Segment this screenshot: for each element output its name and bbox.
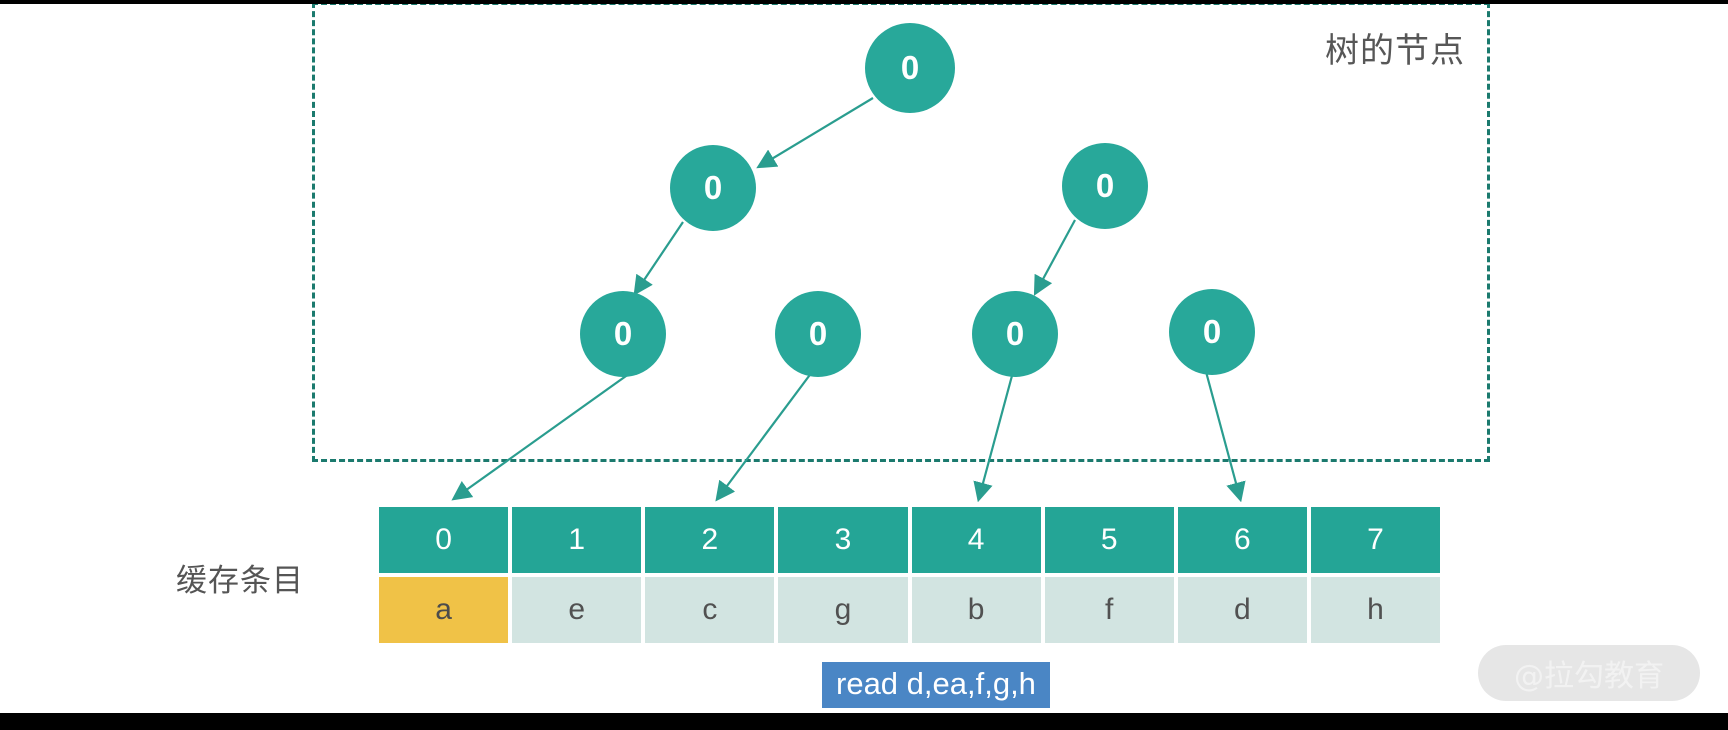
cache-value-cell-4: b (911, 577, 1041, 643)
cache-index-cell-5: 5 (1044, 507, 1174, 573)
cache-value-cell-7: h (1310, 577, 1440, 643)
tree-node-l2-d: 0 (1169, 289, 1255, 375)
tree-node-root: 0 (865, 23, 955, 113)
cache-index-cell-3: 3 (778, 507, 908, 573)
letterbox-bottom (0, 713, 1728, 730)
tree-region-label: 树的节点 (1325, 31, 1465, 71)
watermark-badge: @拉勾教育 (1478, 645, 1700, 701)
cache-entries-label: 缓存条目 (176, 563, 304, 599)
cache-value-cell-1: e (512, 577, 642, 643)
tree-node-l1-a: 0 (670, 145, 756, 231)
cache-value-cell-6: d (1177, 577, 1307, 643)
cache-index-cell-2: 2 (645, 507, 775, 573)
cache-index-cell-4: 4 (911, 507, 1041, 573)
cache-value-cell-2: c (645, 577, 775, 643)
tree-node-l2-b: 0 (775, 291, 861, 377)
tree-node-l2-a: 0 (580, 291, 666, 377)
cache-index-cell-0: 0 (379, 507, 509, 573)
cache-index-cell-1: 1 (512, 507, 642, 573)
tree-node-l1-b: 0 (1062, 143, 1148, 229)
tree-node-l2-c: 0 (972, 291, 1058, 377)
cache-value-cell-5: f (1044, 577, 1174, 643)
cache-index-cell-6: 6 (1177, 507, 1307, 573)
cache-value-cell-3: g (778, 577, 908, 643)
read-sequence-banner: read d,ea,f,g,h (822, 662, 1050, 708)
letterbox-top (0, 0, 1728, 4)
cache-value-cell-0: a (379, 577, 509, 643)
cache-index-cell-7: 7 (1310, 507, 1440, 573)
